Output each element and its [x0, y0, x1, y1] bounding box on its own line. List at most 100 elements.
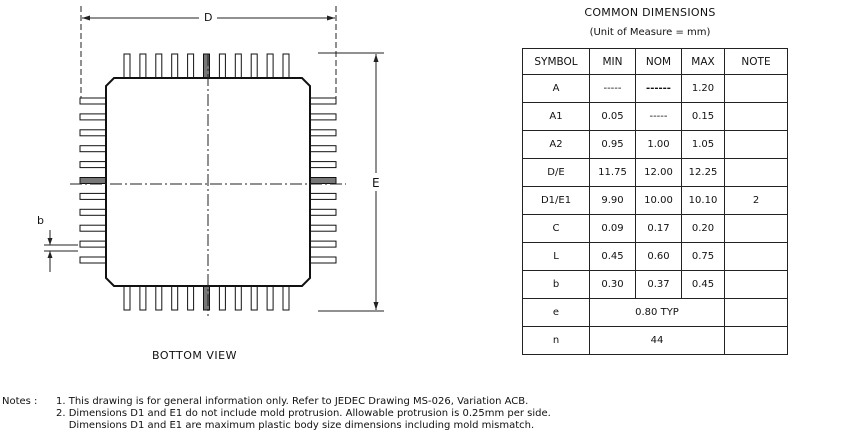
lead [309, 161, 337, 169]
common-dimensions-table: SYMBOL MIN NOM MAX NOTE A ----- ------ 1… [522, 48, 788, 355]
cell-nom: 0.60 [635, 242, 682, 271]
lead [79, 224, 107, 232]
cell-symbol: A [522, 74, 590, 103]
lead [79, 177, 107, 184]
cell-max: 1.20 [681, 74, 725, 103]
cell-note [724, 214, 788, 243]
cell-max: 12.25 [681, 158, 725, 187]
lead [79, 240, 107, 248]
cell-symbol: A2 [522, 130, 590, 159]
cell-symbol: D/E [522, 158, 590, 187]
cell-nom: 0.37 [635, 270, 682, 299]
cell-max: 1.05 [681, 130, 725, 159]
cell-min: 0.95 [589, 130, 636, 159]
cell-note [724, 158, 788, 187]
lead [309, 192, 337, 200]
pins-top-row [123, 53, 290, 79]
lead [79, 208, 107, 216]
b-arrow-top [47, 238, 53, 245]
cell-symbol: b [522, 270, 590, 299]
lead [250, 53, 258, 79]
lead [309, 177, 337, 184]
d-arrow-left [82, 15, 90, 21]
table-row: A1 0.05 ----- 0.15 [522, 102, 788, 131]
lead [79, 161, 107, 169]
cell-max: 0.15 [681, 102, 725, 131]
table-row: n 44 [522, 326, 788, 355]
header-min: MIN [589, 48, 636, 75]
cell-note [724, 270, 788, 299]
lead [266, 285, 274, 311]
cell-note [724, 74, 788, 103]
lead [79, 97, 107, 105]
lead [282, 285, 290, 311]
table-subtitle: (Unit of Measure = mm) [589, 27, 711, 38]
pins-right-column [309, 97, 337, 264]
cell-nom: ----- [635, 102, 682, 131]
bottom-view-label: BOTTOM VIEW [152, 349, 237, 362]
lead [79, 192, 107, 200]
lead [309, 129, 337, 137]
cell-symbol: L [522, 242, 590, 271]
table-row: L 0.45 0.60 0.75 [522, 242, 788, 271]
cell-max: 10.10 [681, 186, 725, 215]
package-drawing [44, 6, 384, 316]
table-title: COMMON DIMENSIONS [584, 6, 716, 19]
cell-min: 11.75 [589, 158, 636, 187]
lead [309, 256, 337, 264]
lead [309, 208, 337, 216]
note-line: Dimensions D1 and E1 are maximum plastic… [56, 420, 535, 431]
lead [309, 224, 337, 232]
note-line: 2. Dimensions D1 and E1 do not include m… [56, 408, 551, 419]
lead [79, 129, 107, 137]
lead [171, 285, 179, 311]
table-row: D1/E1 9.90 10.00 10.10 2 [522, 186, 788, 215]
cell-symbol: A1 [522, 102, 590, 131]
cell-note [724, 298, 788, 327]
e-arrow-bottom [373, 302, 379, 310]
lead [266, 53, 274, 79]
lead [282, 53, 290, 79]
cell-value: 0.80 TYP [589, 298, 725, 327]
lead [203, 285, 210, 311]
lead [171, 53, 179, 79]
cell-min: 0.05 [589, 102, 636, 131]
cell-note [724, 326, 788, 355]
cell-max: 0.75 [681, 242, 725, 271]
d-arrow-right [327, 15, 335, 21]
lead [309, 97, 337, 105]
cell-min: 0.30 [589, 270, 636, 299]
header-symbol: SYMBOL [522, 48, 590, 75]
lead [203, 53, 210, 79]
lead [187, 53, 195, 79]
cell-nom: 1.00 [635, 130, 682, 159]
cell-note [724, 102, 788, 131]
lead [139, 285, 147, 311]
header-max: MAX [681, 48, 725, 75]
dimension-label-b: b [37, 214, 44, 227]
header-note: NOTE [724, 48, 788, 75]
table-row: A2 0.95 1.00 1.05 [522, 130, 788, 159]
pins-bottom-row [123, 285, 290, 311]
lead [234, 53, 242, 79]
table-row: D/E 11.75 12.00 12.25 [522, 158, 788, 187]
cell-note: 2 [724, 186, 788, 215]
notes-label: Notes : [2, 396, 38, 407]
dimension-label-d: D [204, 11, 213, 24]
cell-symbol: D1/E1 [522, 186, 590, 215]
lead [79, 145, 107, 153]
cell-value: 44 [589, 326, 725, 355]
cell-max: 0.20 [681, 214, 725, 243]
cell-symbol: C [522, 214, 590, 243]
lead [218, 53, 226, 79]
pins-left-column [79, 97, 107, 264]
cell-nom: 10.00 [635, 186, 682, 215]
cell-symbol: e [522, 298, 590, 327]
b-arrow-bottom [47, 251, 53, 258]
cell-symbol: n [522, 326, 590, 355]
cell-nom: 12.00 [635, 158, 682, 187]
lead [309, 240, 337, 248]
lead [79, 113, 107, 121]
lead [139, 53, 147, 79]
cell-note [724, 130, 788, 159]
